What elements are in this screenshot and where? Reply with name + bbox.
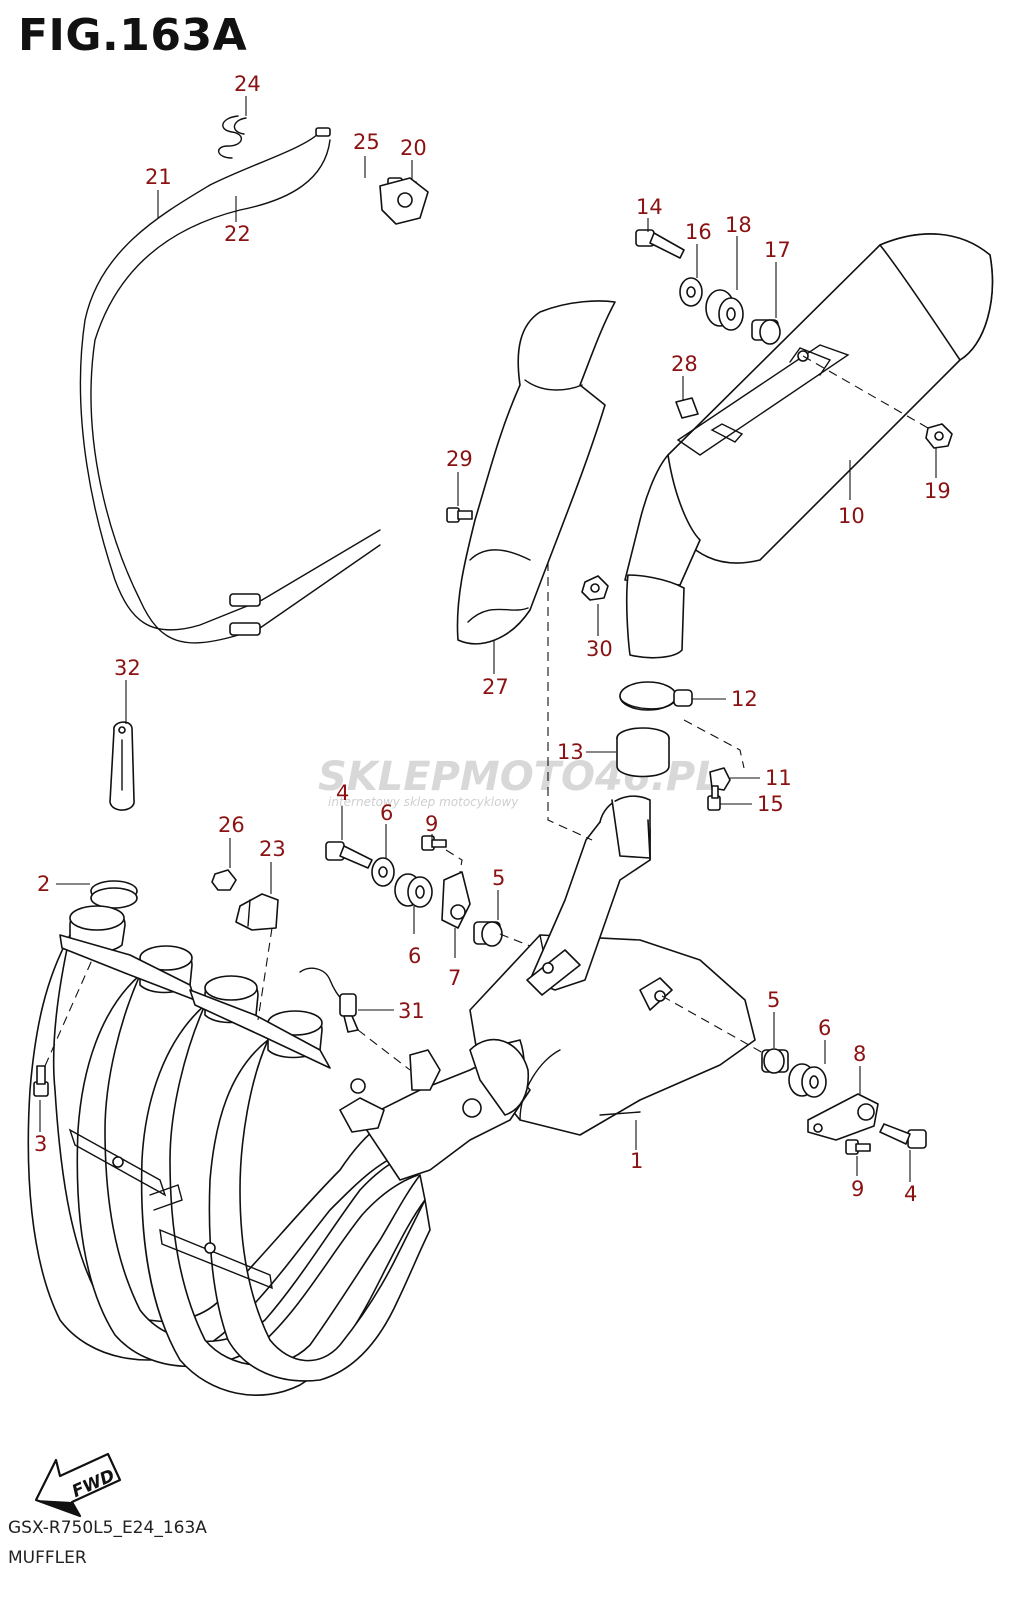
callout: 21: [145, 165, 172, 189]
callout: 16: [685, 220, 712, 244]
gasket-13[interactable]: [616, 727, 670, 778]
callout: 32: [114, 656, 141, 680]
callout: 1: [630, 1149, 643, 1173]
bolt-29[interactable]: [446, 507, 473, 523]
callout: 29: [446, 447, 473, 471]
upper-mount-dashes: [445, 849, 531, 947]
callout: 9: [425, 812, 438, 836]
nut-30[interactable]: [581, 575, 609, 601]
fwd-arrow: FWD: [34, 1452, 122, 1518]
grommet-6-middle[interactable]: [394, 873, 433, 908]
figure-title: FIG.163A: [18, 10, 248, 61]
cable-spring-clip[interactable]: [218, 115, 247, 159]
bracket-32[interactable]: [109, 721, 135, 811]
callout: 6: [818, 1016, 831, 1040]
grommet-6-lower[interactable]: [788, 1063, 827, 1098]
silencer-10[interactable]: [624, 233, 994, 659]
callout: 25: [353, 130, 380, 154]
callout: 31: [398, 999, 425, 1023]
exhaust-header-pipes[interactable]: [27, 905, 531, 1396]
callout: 24: [234, 72, 261, 96]
callout: 2: [37, 872, 50, 896]
callout: 17: [764, 238, 791, 262]
callout: 4: [336, 781, 349, 805]
collar-5-upper[interactable]: [473, 921, 503, 947]
callout: 6: [380, 801, 393, 825]
callout: 8: [853, 1042, 866, 1066]
watermark-tagline: internetowy sklep motocyklowy: [328, 795, 519, 809]
clamp-12[interactable]: [619, 681, 693, 711]
callout: 26: [218, 813, 245, 837]
callout: 28: [671, 352, 698, 376]
callout: 7: [448, 966, 461, 990]
callout: 15: [757, 792, 784, 816]
grommet-18[interactable]: [705, 289, 744, 331]
bolt-14[interactable]: [635, 229, 685, 259]
callout: 5: [767, 988, 780, 1012]
callout: 19: [924, 479, 951, 503]
clip-28[interactable]: [675, 397, 699, 419]
callout: 27: [482, 675, 509, 699]
callout: 6: [408, 944, 421, 968]
bracket-23-dashes: [257, 927, 273, 1021]
callout: 23: [259, 837, 286, 861]
bracket-8[interactable]: [807, 1093, 879, 1141]
callout: 5: [492, 866, 505, 890]
callout: 13: [557, 740, 584, 764]
muffler-mount-dashes: [661, 995, 773, 1059]
bolt-3[interactable]: [33, 1065, 49, 1097]
callout: 18: [725, 213, 752, 237]
clamp-dashes: [683, 719, 745, 769]
sensor-dashes: [357, 1029, 411, 1071]
callout: 11: [765, 766, 792, 790]
leader-lines: [39, 96, 937, 1182]
gasket-2[interactable]: [90, 880, 138, 909]
heat-cover-27[interactable]: [456, 300, 616, 645]
bracket-23[interactable]: [235, 893, 279, 931]
callout: 12: [731, 687, 758, 711]
bolt-4-lower[interactable]: [879, 1123, 927, 1149]
callout-labels: 24 25 20 21 22 14 16 18 17 28 29 19 10 3…: [34, 72, 951, 1206]
diagram-code: GSX-R750L5_E24_163A: [8, 1518, 207, 1538]
bracket-7[interactable]: [441, 871, 471, 929]
callout: 3: [34, 1132, 47, 1156]
collar-17[interactable]: [751, 319, 781, 345]
silencer-mount-dashes: [802, 355, 929, 429]
nut-26[interactable]: [211, 869, 237, 891]
washer-6-upper[interactable]: [371, 857, 395, 887]
diagram-name: MUFFLER: [8, 1548, 87, 1568]
bolt-4-upper[interactable]: [325, 841, 373, 869]
bolt-9-lower[interactable]: [845, 1139, 871, 1155]
callout: 10: [838, 504, 865, 528]
callout: 22: [224, 222, 251, 246]
throttle-cables[interactable]: [79, 127, 381, 644]
plate-20[interactable]: [379, 177, 429, 225]
collar-5-lower[interactable]: [761, 1048, 789, 1074]
washer-16[interactable]: [679, 277, 703, 307]
callout: 9: [851, 1177, 864, 1201]
callout: 4: [904, 1182, 917, 1206]
nut-19[interactable]: [925, 423, 953, 449]
bolt-3-dashes: [44, 959, 93, 1067]
bolt-9-upper[interactable]: [421, 835, 447, 851]
callout: 14: [636, 195, 663, 219]
callout: 30: [586, 637, 613, 661]
cover-mount-line: [547, 562, 593, 841]
callout: 20: [400, 136, 427, 160]
bolt-15[interactable]: [707, 785, 721, 811]
